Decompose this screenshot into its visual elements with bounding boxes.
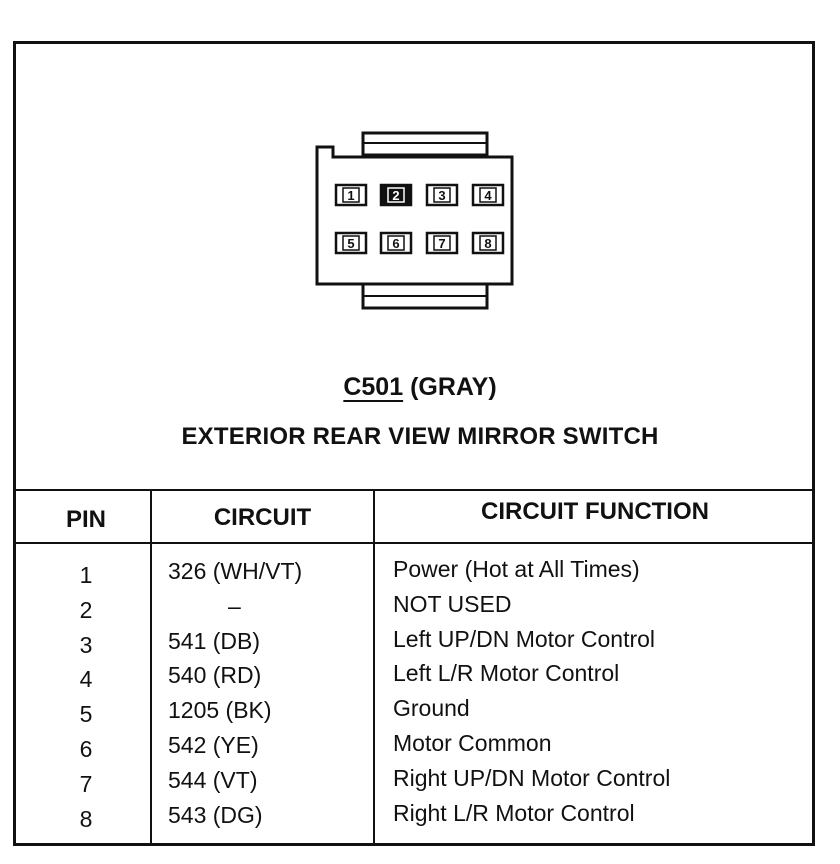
cavity-terminal [479,235,497,251]
column-divider-2 [373,491,375,846]
circuit-code: 540 (RD) [168,662,262,689]
connector-housing [315,131,514,310]
header-pin: PIN [65,506,106,533]
cavity-8: 8 [471,231,505,255]
diagram-frame [13,41,815,846]
circuit-code: 541 (DB) [168,627,261,654]
connector-id: C501 [343,373,404,401]
table-row: 4 540 (RD) Left L/R Motor Control [0,660,840,694]
cavity-terminal [479,187,497,203]
circuit-code: 542 (YE) [168,732,259,758]
table-row: 3 541 (DB) Left UP/DN Motor Control [0,626,840,660]
connector-title: C501 (GRAY) [0,373,840,402]
circuit-function: Ground [393,695,470,722]
table-row: 5 1205 (BK) Ground [0,695,840,729]
pin-number: 5 [79,701,93,728]
circuit-function: Right UP/DN Motor Control [393,764,671,791]
circuit-function: Right L/R Motor Control [393,799,635,826]
cavity-number: 5 [347,236,354,251]
column-divider-1 [150,491,152,846]
cavity-terminal [342,187,360,203]
table-header-divider [13,542,815,544]
cavity-number: 8 [484,236,491,251]
connector-face-diagram: 1 2 3 4 5 6 7 8 [315,131,514,310]
circuit-function: Motor Common [393,730,552,756]
circuit-function: Power (Hot at All Times) [393,556,640,582]
cavity-number: 3 [438,188,445,203]
header-circuit-function: CIRCUIT FUNCTION [481,498,709,525]
table-row: 1 326 (WH/VT) Power (Hot at All Times) [0,556,840,590]
cavity-1: 1 [334,183,368,207]
cavity-7: 7 [425,231,459,255]
cavity-terminal [387,235,405,251]
table-top-border [13,489,815,491]
circuit-function: Left UP/DN Motor Control [393,625,656,652]
cavity-number: 6 [392,236,399,251]
circuit-code: – [228,592,241,619]
circuit-function: Left L/R Motor Control [393,660,620,687]
cavity-5: 5 [334,231,368,255]
pin-number: 4 [79,666,93,693]
cavity-terminal [433,235,451,251]
cavity-number: 4 [484,188,492,203]
circuit-code: 543 (DG) [168,801,263,828]
pin-number: 1 [79,562,93,588]
connector-body [315,145,514,286]
table-row: 6 542 (YE) Motor Common [0,730,840,764]
cavity-group: 1 2 3 4 5 6 7 8 [334,183,505,255]
pin-number: 3 [79,631,93,658]
cavity-number: 2 [392,188,399,203]
cavity-terminal [433,187,451,203]
cavity-number: 7 [438,236,445,251]
cavity-6: 6 [379,231,413,255]
circuit-code: 326 (WH/VT) [168,558,303,584]
circuit-code: 544 (VT) [168,766,258,793]
circuit-function: NOT USED [393,590,512,617]
cavity-2: 2 [379,183,413,207]
cavity-4: 4 [471,183,505,207]
cavity-number: 1 [347,188,354,203]
connector-description: EXTERIOR REAR VIEW MIRROR SWITCH [181,423,659,450]
table-row: 8 543 (DG) Right L/R Motor Control [0,800,840,834]
pin-number: 7 [79,770,93,797]
header-circuit: CIRCUIT [213,504,312,531]
pin-number: 6 [79,736,93,762]
pin-number: 2 [79,596,93,623]
circuit-code: 1205 (BK) [168,697,272,724]
table-row: 2 – NOT USED [0,591,840,625]
cavity-terminal [342,235,360,251]
pin-number: 8 [79,805,93,832]
cavity-terminal [387,187,405,203]
cavity-3: 3 [425,183,459,207]
table-row: 7 544 (VT) Right UP/DN Motor Control [0,765,840,799]
connector-color: (GRAY) [410,373,497,401]
